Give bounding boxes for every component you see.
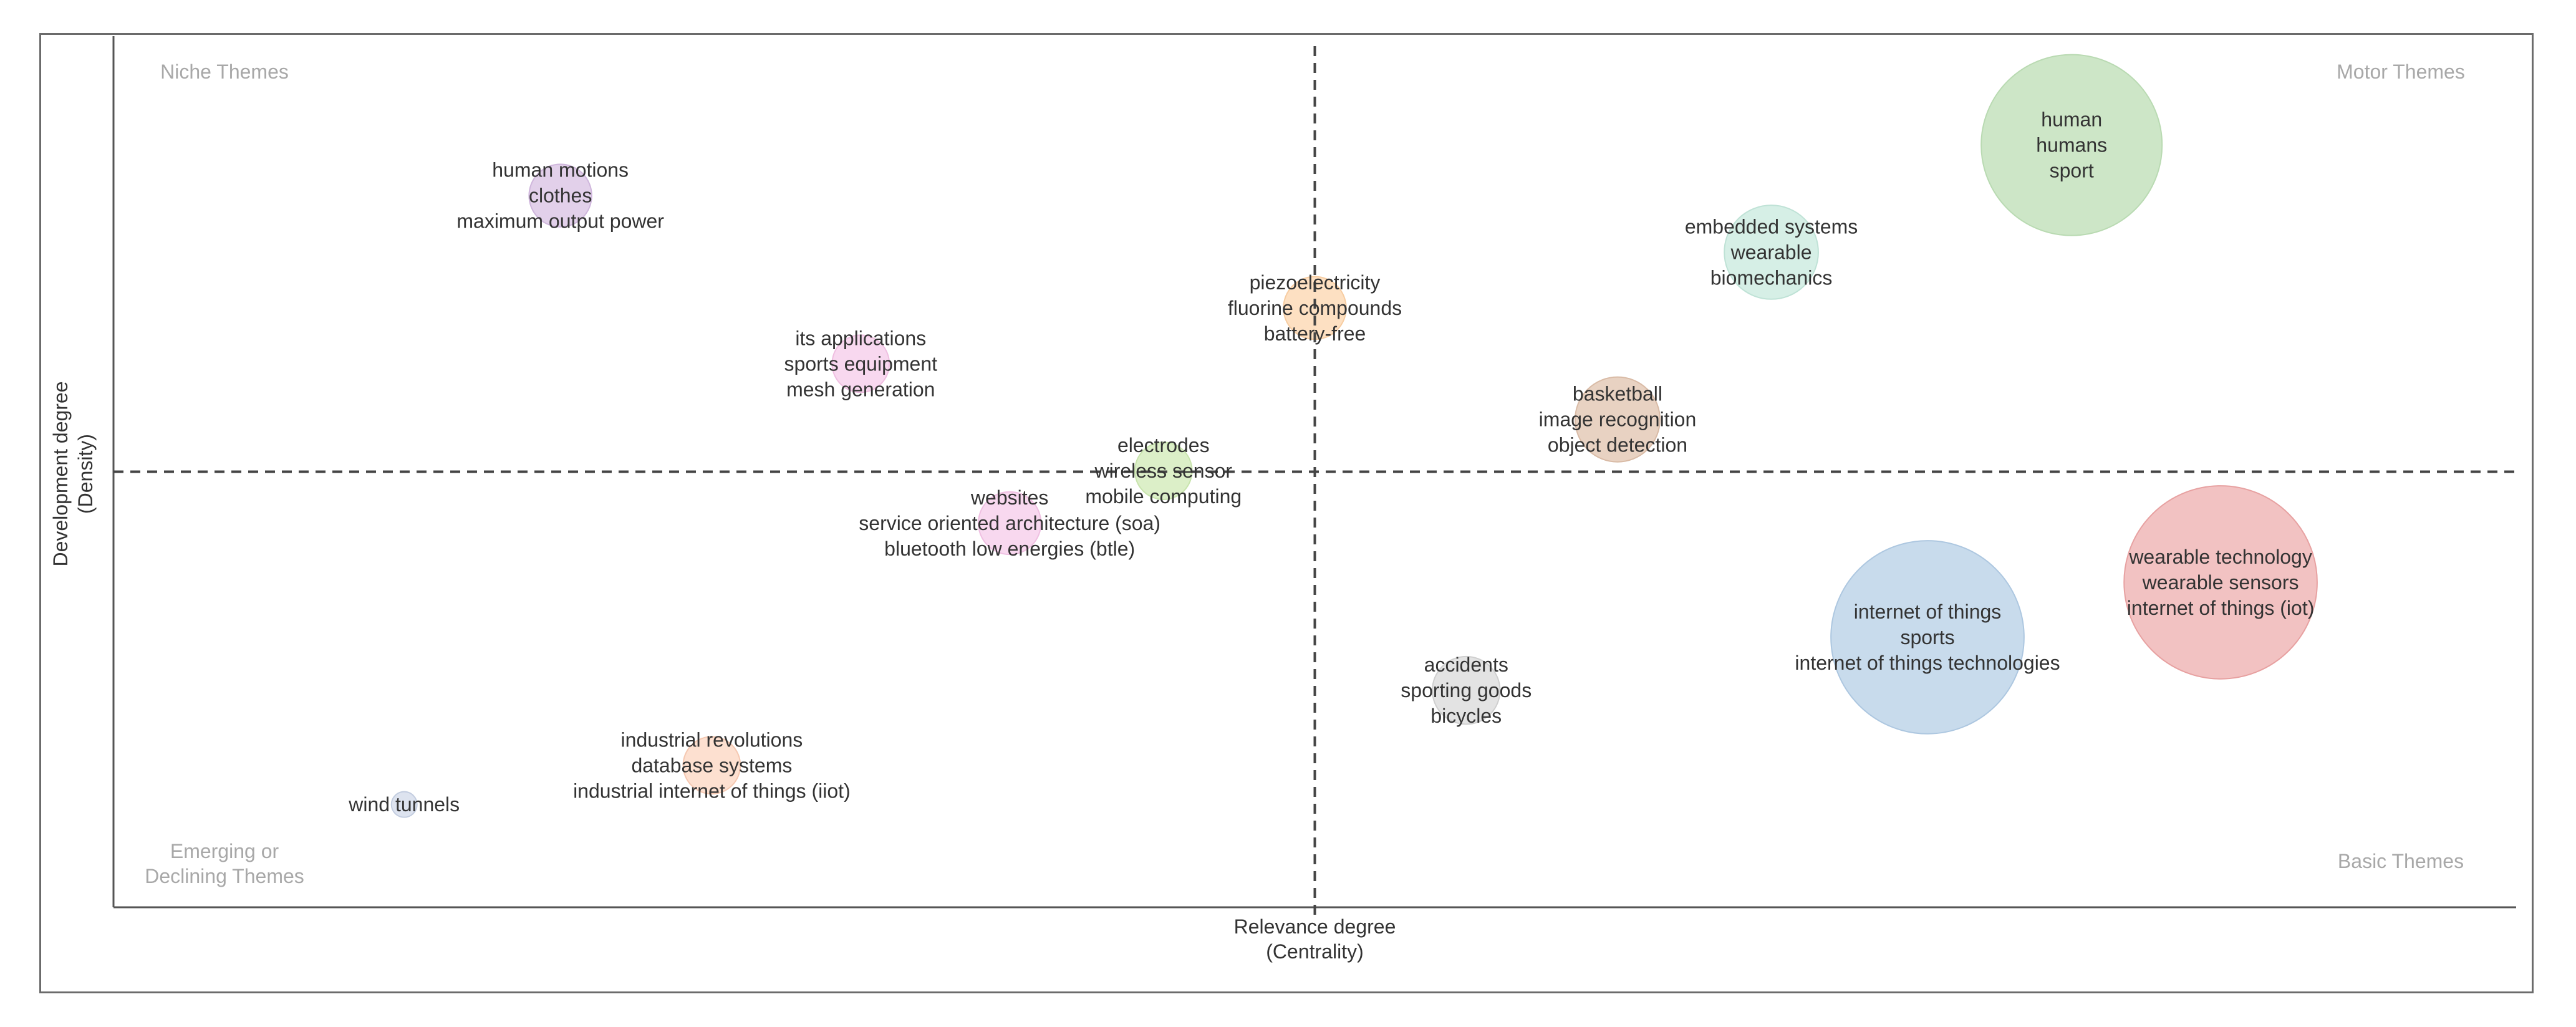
bubble-6	[528, 163, 592, 228]
bubble-8-label-3: bluetooth low energies (btle)	[884, 538, 1135, 560]
bubble-6-label-2: clothes	[529, 185, 592, 207]
bubble-5-label-3: mobile computing	[1085, 485, 1242, 508]
bubble-2	[1724, 205, 1819, 300]
bubble-9-label-2: wearable sensors	[2142, 571, 2299, 594]
quadrant-label-basic: Basic Themes	[2338, 850, 2464, 872]
bubble-1-label-3: sport	[2050, 160, 2094, 182]
bubble-1-label-1: human	[2041, 108, 2102, 131]
bubble-13-label-1: wind tunnels	[348, 793, 460, 816]
bubble-5-label-2: wireless sensor	[1094, 460, 1233, 482]
bubble-7-label-1: its applications	[795, 327, 926, 349]
bubble-10-label-1: internet of things	[1854, 600, 2002, 623]
bubble-10-label-2: sports	[1900, 626, 1954, 649]
bubble-6-label-1: human motions	[492, 159, 629, 181]
bubble-11-label-1: accidents	[1424, 653, 1508, 676]
bubble-12	[682, 736, 741, 795]
chart-frame	[39, 33, 2534, 993]
bubbles-layer	[390, 54, 2318, 818]
bubble-6-label-3: maximum output power	[456, 210, 664, 233]
y-axis-title-line-2: (Density)	[74, 434, 97, 514]
bubble-12-label-1: industrial revolutions	[621, 728, 803, 751]
x-axis-title-line-1: Relevance degree	[1234, 915, 1396, 938]
bubble-labels-layer: human humans sport embedded systems wearable…	[348, 108, 2314, 816]
bubble-3-label-2: fluorine compounds	[1228, 297, 1402, 319]
bubble-2-label-2: wearable	[1730, 241, 1812, 263]
axis-titles: Relevance degree(Centrality) Development …	[49, 381, 1396, 963]
bubble-8	[977, 491, 1042, 556]
bubble-10-label-3: internet of things technologies	[1795, 652, 2060, 674]
bubble-7	[831, 334, 890, 393]
quadrant-dividers	[113, 46, 2516, 915]
bubble-1-label-2: humans	[2036, 134, 2107, 157]
quadrant-label-emerging-line-1: Emerging or	[170, 840, 279, 862]
bubble-12-label-2: database systems	[631, 754, 792, 776]
bubble-5-label-1: electrodes	[1117, 434, 1210, 456]
bubble-9	[2123, 485, 2318, 680]
quadrant-label-motor: Motor Themes	[2337, 60, 2465, 83]
bubble-12-label-3: industrial internet of things (iiot)	[573, 779, 851, 802]
bubble-9-label-1: wearable technology	[2128, 546, 2312, 568]
bubble-4-label-2: image recognition	[1539, 408, 1697, 431]
bubble-9-label-3: internet of things (iot)	[2127, 597, 2315, 619]
bubble-11-label-3: bicycles	[1430, 705, 1502, 727]
bubble-10	[1830, 540, 2025, 735]
bubble-7-label-2: sports equipment	[784, 352, 938, 375]
bubble-1	[1980, 54, 2163, 236]
bubble-8-label-2: service oriented architecture (soa)	[859, 512, 1160, 534]
quadrant-label-niche: Niche Themes	[160, 60, 289, 83]
bubble-7-label-3: mesh generation	[786, 378, 935, 400]
y-axis-title-line-1: Development degree	[49, 381, 72, 566]
bubble-4-label-1: basketball	[1573, 383, 1662, 405]
quadrant-label-emerging-line-2: Declining Themes	[145, 865, 304, 887]
x-axis-title-line-2: (Centrality)	[1266, 940, 1363, 963]
bubble-4-label-3: object detection	[1548, 434, 1687, 456]
bubble-3-label-1: piezoelectricity	[1250, 271, 1381, 294]
bubble-13	[390, 791, 418, 818]
bubble-11	[1431, 655, 1501, 725]
bubble-4	[1574, 376, 1661, 463]
bubble-2-label-3: biomechanics	[1710, 266, 1833, 289]
bubble-3-label-3: battery-free	[1264, 322, 1366, 345]
bubble-8-label-1: websites	[970, 486, 1049, 509]
bubble-11-label-2: sporting goods	[1401, 679, 1532, 702]
bubble-2-label-1: embedded systems	[1685, 215, 1858, 238]
